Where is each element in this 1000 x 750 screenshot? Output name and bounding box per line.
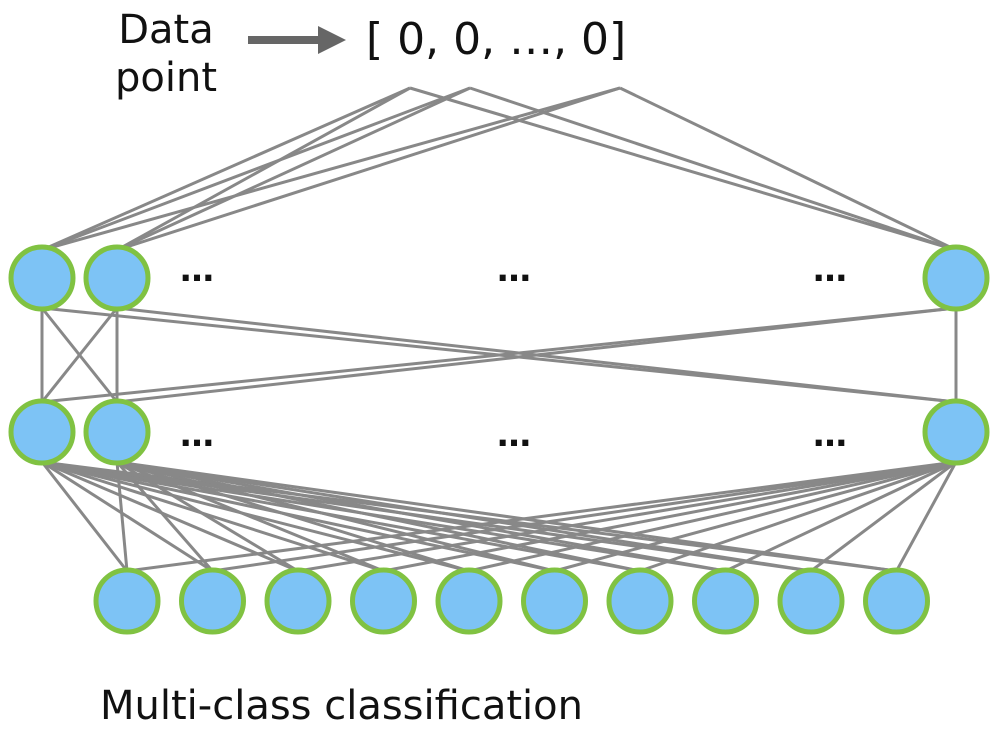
- output-edge: [116, 460, 641, 573]
- output-node: [93, 567, 161, 635]
- output-edge: [554, 460, 957, 573]
- layer2-ellipsis-left: …: [180, 415, 214, 455]
- output-node: [179, 567, 246, 635]
- output-node: [863, 567, 930, 635]
- layer1-ellipsis-center: …: [497, 250, 531, 290]
- output-edge: [116, 460, 897, 573]
- layer2-ellipsis-center: …: [497, 415, 531, 455]
- output-edge: [126, 460, 957, 573]
- input-edge: [41, 86, 471, 252]
- input-vector-label: [ 0, 0, …, 0]: [366, 14, 627, 65]
- output-edge: [639, 460, 957, 573]
- input-edge: [619, 86, 957, 252]
- diagram-caption: Multi-class classification: [100, 683, 583, 729]
- output-node: [264, 567, 332, 635]
- input-edge: [116, 86, 471, 252]
- output-edge: [41, 460, 214, 573]
- data-point-label-line-1: Data: [118, 7, 214, 53]
- layer2-ellipsis-right: …: [813, 415, 847, 455]
- output-node: [606, 567, 674, 635]
- output-edge: [212, 460, 957, 573]
- layer1-node: [8, 244, 76, 312]
- output-node: [521, 567, 588, 635]
- output-node: [777, 567, 845, 635]
- output-edge: [810, 460, 957, 573]
- input-edge: [41, 86, 621, 252]
- input-edge: [41, 86, 411, 252]
- layer1-ellipsis-left: …: [180, 250, 214, 290]
- layer2-node: [8, 398, 76, 466]
- output-edge: [895, 461, 958, 572]
- output-node: [350, 567, 417, 635]
- data-point-label-line-2: point: [114, 55, 217, 101]
- hidden-edge: [40, 307, 119, 403]
- input-edge: [469, 86, 957, 252]
- arrow-icon: [248, 26, 346, 54]
- output-edge: [40, 461, 129, 572]
- layer1-ellipsis-right: …: [813, 250, 847, 290]
- hidden-edge: [116, 306, 957, 404]
- layer1-node: [83, 244, 151, 312]
- layer2-node: [922, 398, 990, 466]
- output-edge: [724, 460, 957, 573]
- output-edge: [41, 460, 555, 573]
- network-nodes: [8, 244, 990, 635]
- input-edge: [409, 86, 957, 252]
- output-edge: [297, 460, 957, 573]
- output-edge: [383, 460, 957, 573]
- output-edge: [115, 461, 214, 572]
- input-edge: [116, 86, 411, 252]
- arrow-head: [318, 26, 346, 54]
- network-edges: [40, 86, 958, 573]
- output-node: [435, 567, 503, 635]
- output-node: [692, 567, 759, 635]
- data-point-label: Data point: [96, 6, 236, 102]
- output-edge: [41, 460, 470, 573]
- output-edge: [115, 461, 129, 572]
- output-edge: [468, 460, 957, 573]
- layer2-node: [83, 398, 151, 466]
- input-edge: [116, 86, 621, 252]
- layer1-node: [922, 244, 990, 312]
